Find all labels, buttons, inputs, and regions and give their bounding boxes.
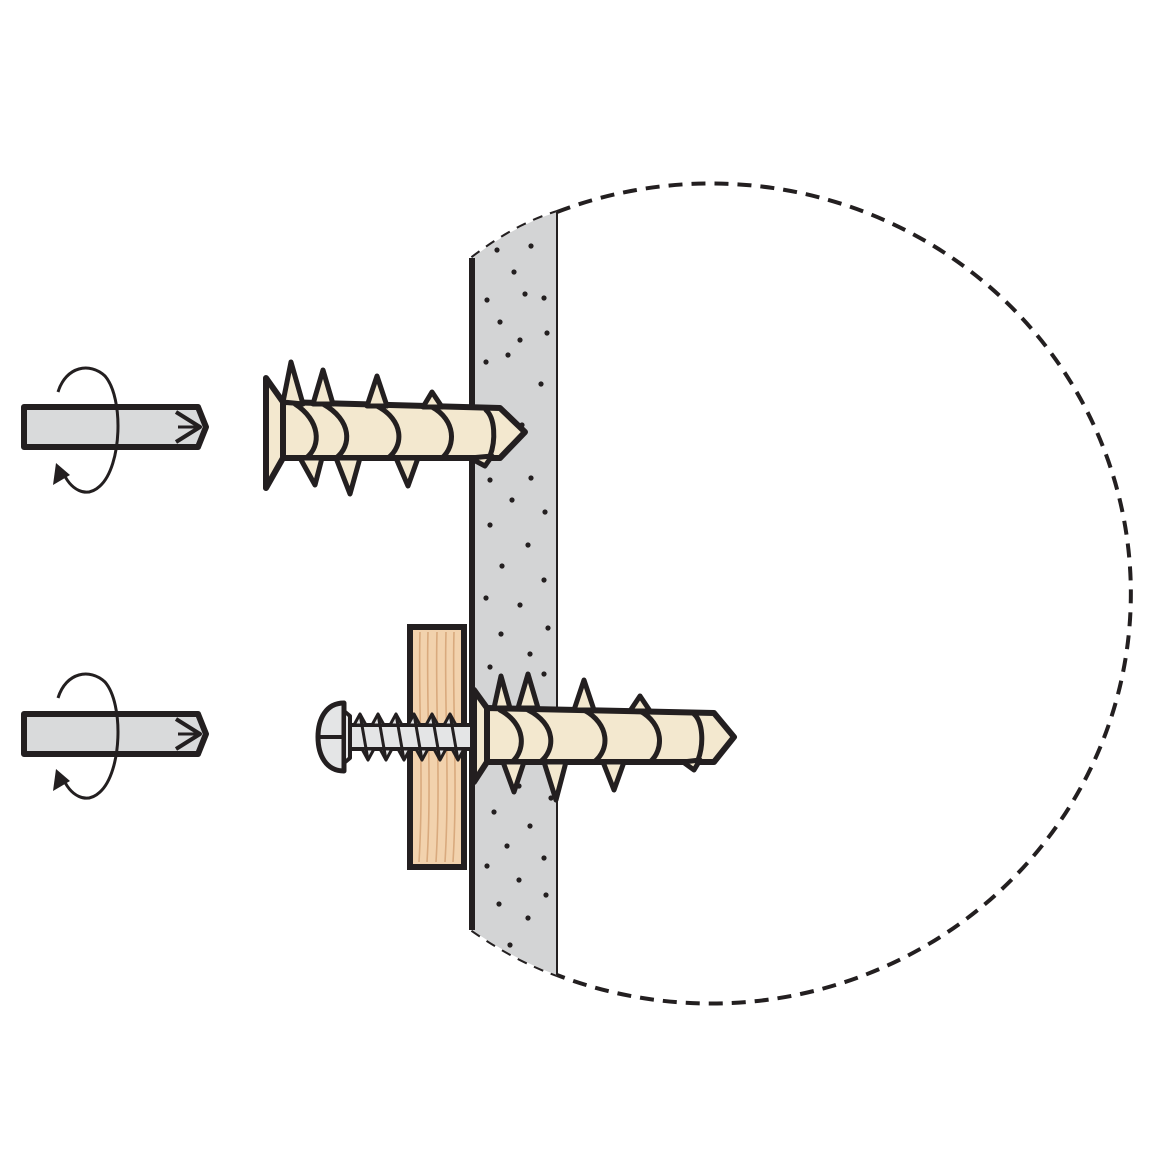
drywall-texture-dots bbox=[483, 243, 554, 948]
drywall-anchor-top bbox=[263, 359, 528, 497]
pan-head-screw bbox=[315, 700, 474, 774]
drywall-section bbox=[469, 212, 558, 975]
magnified-view-circle bbox=[470, 181, 1133, 1006]
drywall-anchor-bottom bbox=[471, 671, 737, 803]
screwdriver-bit-top bbox=[21, 404, 209, 450]
rotation-arrow-icon-top bbox=[53, 366, 120, 494]
rotation-arrow-icon-bottom bbox=[53, 672, 120, 800]
screwdriver-bit-bottom bbox=[21, 711, 209, 757]
